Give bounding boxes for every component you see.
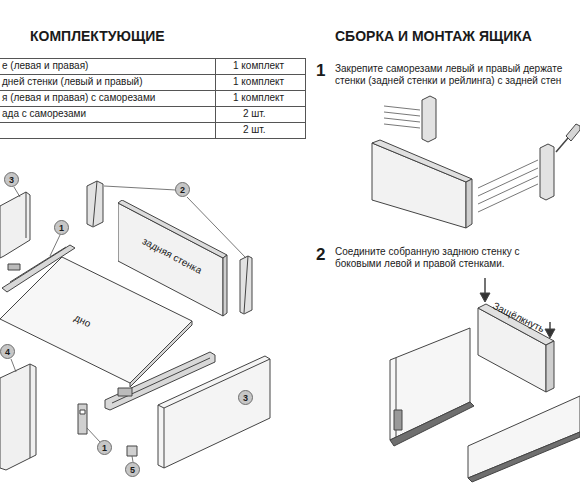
step-number: 1	[316, 62, 325, 80]
callout-number: 4	[0, 344, 15, 359]
step-text: Закрепите саморезами левый и правый держ…	[335, 63, 578, 87]
screws	[384, 106, 538, 212]
panel-face	[223, 255, 227, 316]
right-runner	[468, 432, 580, 482]
section-heading: СБОРКА И МОНТАЖ ЯЩИКА	[335, 28, 532, 45]
callout-number: 2	[175, 182, 190, 197]
screwdriver-handle	[566, 124, 580, 141]
callout-number: 3	[238, 390, 253, 405]
back-panel-side	[546, 341, 554, 392]
section-heading: КОМПЛЕКТУЮЩИЕ	[30, 28, 165, 45]
table-cell: 1 комплект	[233, 76, 284, 88]
step-number: 2	[316, 246, 325, 264]
bottom-panel: дно	[0, 255, 195, 387]
step2-illustration	[390, 278, 580, 482]
wall-edge	[26, 192, 27, 238]
front-panel	[0, 364, 36, 470]
holder-edge	[93, 181, 97, 226]
bracket-hole	[80, 410, 85, 414]
back-panel-face	[372, 143, 466, 228]
step-text: Соедините собранную заднюю стенку с боко…	[335, 246, 535, 270]
press-arrow	[484, 278, 486, 294]
callout-number: 1	[97, 440, 112, 455]
arrow-head	[545, 329, 555, 338]
callout-number: 3	[4, 172, 19, 187]
right-holder	[240, 256, 252, 314]
back-panel-side	[466, 179, 472, 228]
left-runner	[390, 402, 474, 446]
left-holder	[87, 181, 103, 227]
holder-edge	[244, 256, 248, 313]
table-cell: я (левая и правая) с саморезами	[2, 92, 155, 104]
left-side-wall	[0, 192, 30, 258]
table-cell: ада с саморезами	[2, 108, 86, 120]
left-holder	[422, 96, 436, 142]
wall-edge	[164, 408, 165, 468]
arrow-head	[480, 293, 490, 302]
wall-edge	[158, 359, 270, 408]
callout-number: 5	[125, 462, 140, 477]
right-holder	[540, 144, 554, 200]
panel-outline	[0, 255, 195, 387]
front-bracket	[78, 404, 87, 434]
step1-illustration	[372, 96, 580, 228]
callout-number: 1	[54, 220, 69, 235]
clip-part	[127, 446, 137, 456]
right-side-wall	[158, 356, 270, 468]
table-cell: 1 комплект	[233, 60, 284, 72]
table-cell: 2 шт.	[243, 108, 266, 120]
screwdriver	[556, 138, 568, 152]
runner-mechanism	[394, 410, 402, 430]
panel-face	[130, 321, 192, 387]
table-cell: 2 шт.	[243, 124, 266, 136]
parts-table	[0, 58, 306, 139]
right-side-wall	[468, 396, 580, 478]
table-cell: е (левая и правая)	[2, 60, 88, 72]
back-panel-top	[372, 140, 472, 182]
table-cell: 1 комплект	[233, 92, 284, 104]
runner-clip	[118, 388, 132, 396]
exploded-view	[0, 181, 270, 470]
panel-edge	[30, 364, 31, 458]
runner-clip	[8, 264, 20, 270]
panel-face	[0, 257, 192, 383]
table-cell: дней стенки (левый и правый)	[2, 76, 142, 88]
